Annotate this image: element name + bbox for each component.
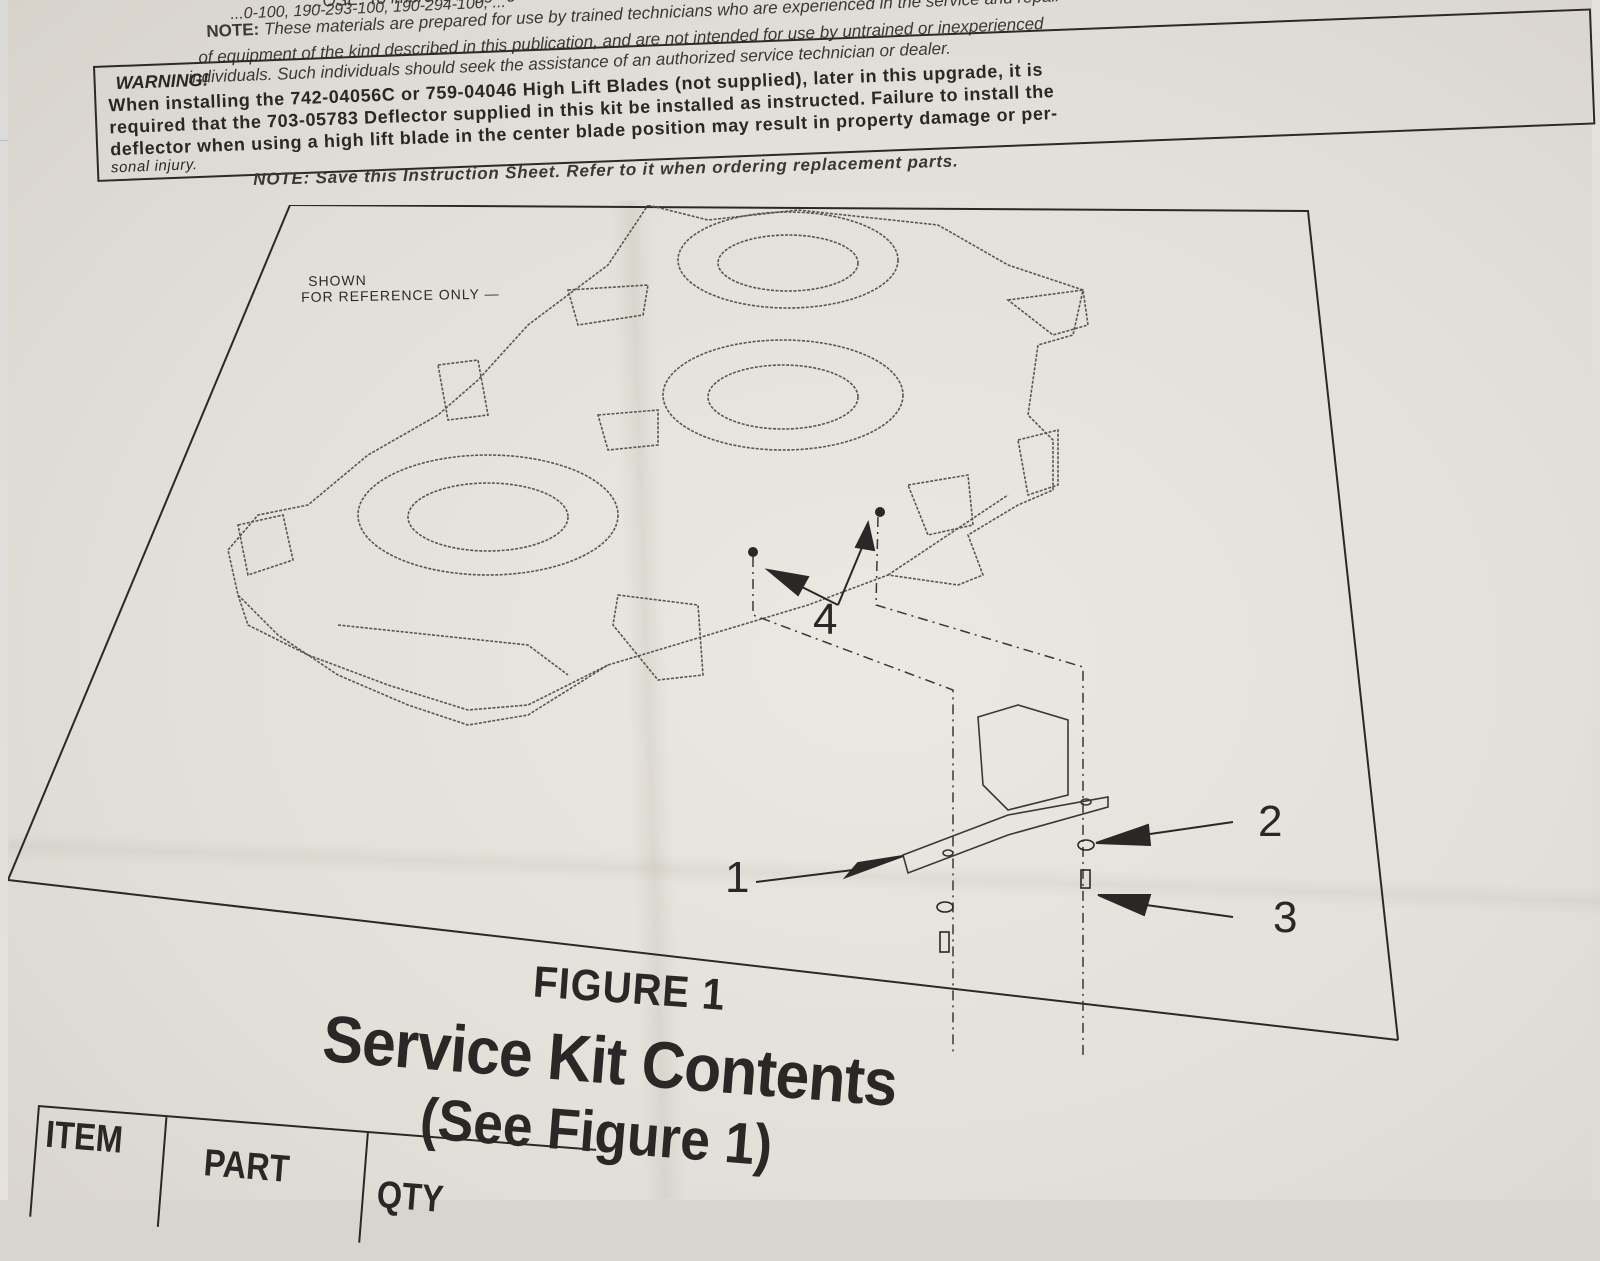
callout-4: 4 [813,595,838,644]
table-header-qty: QTY [375,1173,445,1222]
mount-hole-left [748,547,758,557]
mount-hole-right [875,507,885,517]
table-divider-1 [156,1117,168,1227]
hardware-washers-bolts [936,839,1095,953]
callout-1: 1 [725,853,750,902]
note-label: NOTE: [206,19,260,41]
mower-deck-illustration [227,205,1089,726]
callout-3: 3 [1273,893,1298,942]
figure-frame-top-right [289,205,1399,1041]
figure-1-drawing [8,205,1399,1055]
leader-lines [752,516,1084,1055]
warning-line-4: sonal injury. [110,156,198,177]
header-section: ...OSE: To improve bagging ... ...0-100,… [8,0,1600,200]
table-header-item: ITEM [44,1113,125,1162]
deflector-part [902,704,1109,875]
table-divider-2 [358,1132,369,1243]
table-header-part: PART [202,1142,291,1191]
warning-title: WARNING! [115,69,209,94]
table-border-left [29,1106,40,1217]
instruction-sheet: ...OSE: To improve bagging ... ...0-100,… [7,0,1600,1261]
callout-2: 2 [1258,797,1283,846]
figure-1-area: SHOWN FOR REFERENCE ONLY — 4 1 2 3 [8,205,1600,1055]
reference-note-shown: SHOWN [308,271,367,289]
callout-arrows [755,520,1234,918]
figure-frame-left-bottom [8,205,1399,1041]
